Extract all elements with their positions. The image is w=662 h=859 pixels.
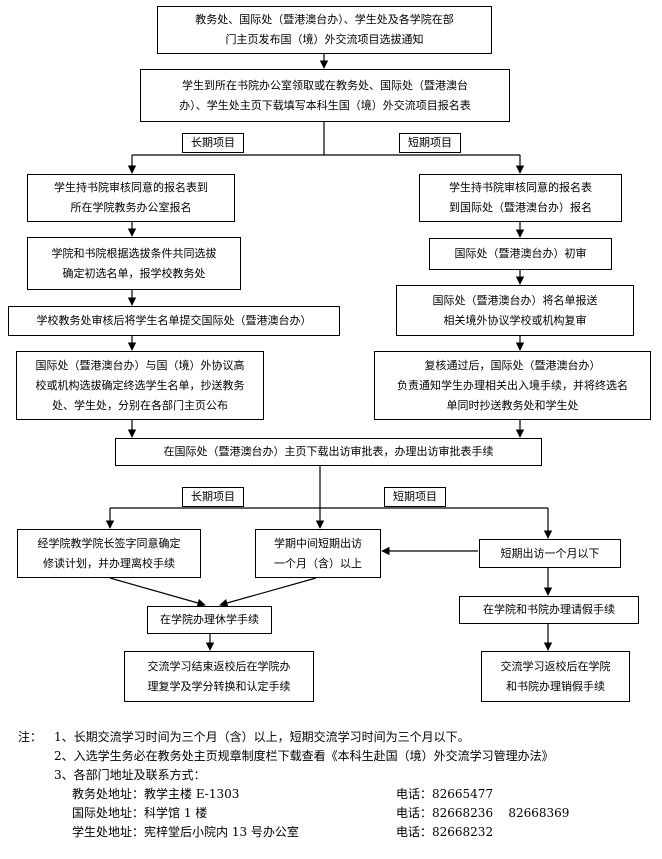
notes-prefix: 注： xyxy=(18,730,43,744)
short-final-text: 复核通过后，国际处（暨港澳台办） 负责通知学生办理相关出入境手续，并将终选名 单… xyxy=(397,358,628,412)
long-return-box: 交流学习结束返校后在学院办 理复学及学分转换和认定手续 xyxy=(124,651,314,702)
long-select-text: 学院和书院根据选拔条件共同选拔 确定初选名单，报学校教务处 xyxy=(51,246,217,280)
phone-text: 电话：82665477 xyxy=(396,787,494,801)
note-3: 3、各部门地址及联系方式： xyxy=(54,766,206,785)
leave-request-box: 在学院和书院办理请假手续 xyxy=(459,596,639,624)
long-term-tag: 长期项目 xyxy=(182,133,244,153)
notice-text: 教务处、国际处（暨港澳台办）、学生处及各学院在部 门主页发布国（境）外交流项目选… xyxy=(195,13,454,46)
address-text: 学生处地址：宪梓堂后小院内 13 号办公室 xyxy=(72,825,299,839)
download-form-box: 在国际处（暨港澳台办）主页下载出访审批表，办理出访审批表手续 xyxy=(115,438,542,466)
short-under-month-box: 短期出访一个月以下 xyxy=(479,539,621,568)
suspend-text: 在学院办理休学手续 xyxy=(160,613,259,626)
leave-request-text: 在学院和书院办理请假手续 xyxy=(483,603,615,616)
apply-text: 学生到所在书院办公室领取或在教务处、国际处（暨港澳台 办）、学生处主页下载填写本… xyxy=(179,78,471,112)
short-first-review-box: 国际处（暨港澳台办）初审 xyxy=(429,238,612,270)
short-return-text: 交流学习返校后在学院 和书院办理销假手续 xyxy=(500,659,611,693)
apply-box: 学生到所在书院办公室领取或在教务处、国际处（暨港澳台 办）、学生处主页下载填写本… xyxy=(140,69,510,122)
long-term-tag-2: 长期项目 xyxy=(182,487,244,507)
address-row-student-affairs: 学生处地址：宪梓堂后小院内 13 号办公室 电话：82668232 xyxy=(18,823,648,842)
download-form-text: 在国际处（暨港澳台办）主页下载出访审批表，办理出访审批表手续 xyxy=(163,445,494,458)
short-return-box: 交流学习返校后在学院 和书院办理销假手续 xyxy=(481,651,630,702)
short-term-tag: 短期项目 xyxy=(399,133,461,153)
note-item: 注： 1、长期交流学习时间为三个月（含）以上，短期交流学习时间为三个月以下。 xyxy=(18,728,648,747)
mid-term-box: 学期中间短期出访 一个月（含）以上 xyxy=(255,529,381,578)
long-submit-box: 学校教务处审核后将学生名单提交国际处（暨港澳台办） xyxy=(8,306,340,336)
flowchart-connectors xyxy=(105,54,553,651)
long-register-text: 学生持书院审核同意的报名表到 所在学院教务办公室报名 xyxy=(54,181,208,214)
note-text: 入选学生务必在教务处主页规章制度栏下载查看《本科生赴国（境）外交流学习管理办法》 xyxy=(73,749,554,763)
phone-text: 电话：82668232 xyxy=(396,825,494,839)
short-forward-box: 国际处（暨港澳台办）将名单报送 相关境外协议学校或机构复审 xyxy=(396,285,634,336)
note-number: 3、 xyxy=(54,768,74,782)
address-text: 教务处地址：教学主楼 E-1303 xyxy=(72,787,240,801)
address-row-academic-affairs: 教务处地址：教学主楼 E-1303 电话：82665477 xyxy=(18,785,648,804)
long-select-box: 学院和书院根据选拔条件共同选拔 确定初选名单，报学校教务处 xyxy=(27,237,241,290)
long-plan-text: 经学院教学院长签字同意确定 修读计划，并办理离校手续 xyxy=(37,536,181,570)
note-1: 1、长期交流学习时间为三个月（含）以上，短期交流学习时间为三个月以下。 xyxy=(54,728,470,747)
phone-text: 电话：82668236 82668369 xyxy=(396,806,570,820)
note-number: 1、 xyxy=(54,730,74,744)
short-register-box: 学生持书院审核同意的报名表 到国际处（暨港澳台办）报名 xyxy=(419,174,622,222)
long-return-text: 交流学习结束返校后在学院办 理复学及学分转换和认定手续 xyxy=(147,659,291,693)
note-2: 2、入选学生务必在教务处主页规章制度栏下载查看《本科生赴国（境）外交流学习管理办… xyxy=(54,747,554,766)
short-first-review-text: 国际处（暨港澳台办）初审 xyxy=(454,247,587,260)
long-final-text: 国际处（暨港澳台办）与国（境）外协议高 校或机构选拔确定终选学生名单，抄送教务 … xyxy=(35,358,245,412)
short-term-tag-2: 短期项目 xyxy=(384,487,446,507)
notes-section: 注： 1、长期交流学习时间为三个月（含）以上，短期交流学习时间为三个月以下。 2… xyxy=(18,728,648,842)
short-under-month-text: 短期出访一个月以下 xyxy=(500,546,600,560)
suspend-box: 在学院办理休学手续 xyxy=(147,606,272,634)
note-item: 3、各部门地址及联系方式： xyxy=(18,766,648,785)
short-final-box: 复核通过后，国际处（暨港澳台办） 负责通知学生办理相关出入境手续，并将终选名 单… xyxy=(374,351,651,420)
address-text: 国际处地址：科学馆 1 楼 xyxy=(72,806,208,820)
note-number: 2、 xyxy=(54,749,74,763)
long-plan-box: 经学院教学院长签字同意确定 修读计划，并办理离校手续 xyxy=(17,529,201,578)
note-text: 长期交流学习时间为三个月（含）以上，短期交流学习时间为三个月以下。 xyxy=(73,730,470,744)
short-register-text: 学生持书院审核同意的报名表 到国际处（暨港澳台办）报名 xyxy=(449,181,592,214)
notice-box: 教务处、国际处（暨港澳台办）、学生处及各学院在部 门主页发布国（境）外交流项目选… xyxy=(157,6,492,54)
long-submit-text: 学校教务处审核后将学生名单提交国际处（暨港澳台办） xyxy=(36,314,312,327)
note-text: 各部门地址及联系方式： xyxy=(73,768,206,782)
address-row-international: 国际处地址：科学馆 1 楼 电话：82668236 82668369 xyxy=(18,804,648,823)
long-register-box: 学生持书院审核同意的报名表到 所在学院教务办公室报名 xyxy=(27,174,235,222)
note-item: 2、入选学生务必在教务处主页规章制度栏下载查看《本科生赴国（境）外交流学习管理办… xyxy=(18,747,648,766)
mid-term-text: 学期中间短期出访 一个月（含）以上 xyxy=(274,536,362,570)
long-final-box: 国际处（暨港澳台办）与国（境）外协议高 校或机构选拔确定终选学生名单，抄送教务 … xyxy=(16,351,264,420)
short-forward-text: 国际处（暨港澳台办）将名单报送 相关境外协议学校或机构复审 xyxy=(432,293,598,327)
